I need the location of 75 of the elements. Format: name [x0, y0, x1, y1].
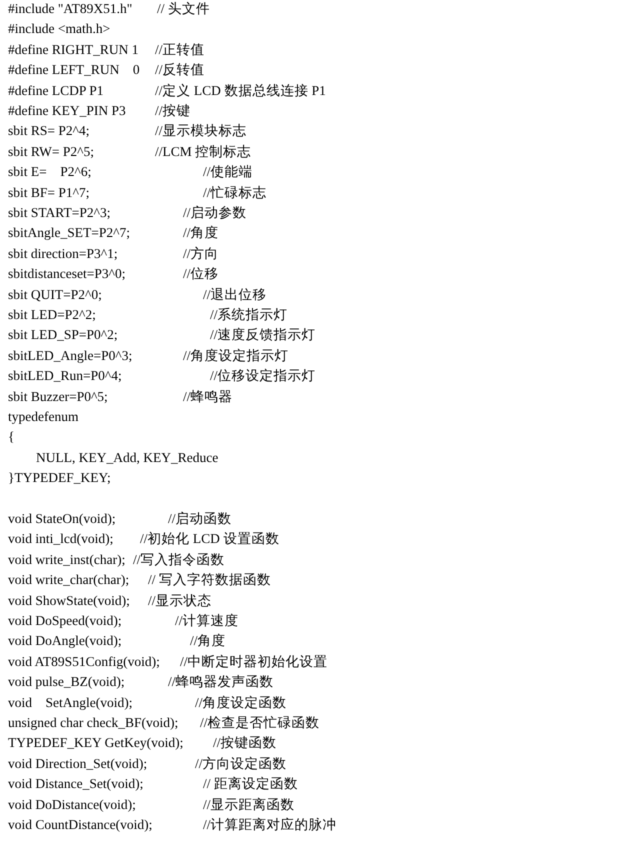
code-line: void ShowState(void);	[8, 592, 130, 609]
code-comment: //正转值	[155, 42, 205, 58]
code-line: void CountDistance(void);	[8, 817, 152, 833]
code-line: #include <math.h>	[8, 21, 110, 38]
code-line: void SetAngle(void);	[8, 694, 132, 711]
code-comment: //计算速度	[175, 613, 239, 629]
code-comment: //角度	[190, 633, 226, 650]
code-comment: //速度反馈指示灯	[210, 327, 316, 344]
code-line: #define KEY_PIN P3	[8, 103, 126, 119]
code-comment: // 写入字符数据函数	[148, 572, 271, 588]
code-line: sbit E= P2^6;	[8, 164, 92, 180]
code-comment: //系统指示灯	[210, 307, 288, 323]
code-comment: //位移	[183, 266, 219, 282]
code-comment: //按键函数	[213, 735, 277, 752]
code-line: sbit BF= P1^7;	[8, 184, 90, 201]
code-line: sbit LED_SP=P0^2;	[8, 327, 118, 344]
code-line: sbit direction=P3^1;	[8, 246, 118, 262]
code-line: void StateOn(void);	[8, 511, 116, 527]
code-line: sbitdistanceset=P3^0;	[8, 266, 126, 282]
code-line: void pulse_BZ(void);	[8, 674, 125, 690]
code-line: void write_inst(char);	[8, 552, 126, 568]
code-comment: // 距离设定函数	[203, 776, 298, 792]
code-comment: //忙碌标志	[203, 184, 267, 201]
code-line: TYPEDEF_KEY GetKey(void);	[8, 735, 184, 752]
code-comment: // 头文件	[157, 1, 210, 17]
code-line: unsigned char check_BF(void);	[8, 715, 178, 731]
code-line: NULL, KEY_Add, KEY_Reduce	[36, 450, 218, 466]
code-line: {	[8, 429, 14, 446]
code-line: #define LCDP P1	[8, 82, 104, 99]
code-line: void inti_lcd(void);	[8, 531, 114, 548]
code-line: sbit LED=P2^2;	[8, 307, 96, 323]
code-comment: //写入指令函数	[133, 552, 225, 568]
code-line: void DoDistance(void);	[8, 796, 136, 813]
code-comment: //中断定时器初始化设置	[180, 654, 328, 670]
code-comment: //角度设定指示灯	[183, 348, 289, 364]
code-comment: //显示模块标志	[155, 123, 247, 140]
code-comment: //显示状态	[148, 592, 212, 609]
code-comment: //初始化 LCD 设置函数	[140, 531, 280, 548]
code-line: void Distance_Set(void);	[8, 776, 144, 792]
code-comment: //检查是否忙碌函数	[200, 715, 320, 731]
code-comment: //使能端	[203, 164, 253, 180]
code-line: #include "AT89X51.h"	[8, 1, 132, 17]
code-comment: //蜂鸣器	[183, 388, 233, 405]
code-comment: //按键	[155, 103, 191, 119]
code-line: void write_char(char);	[8, 572, 130, 588]
code-line: void DoAngle(void);	[8, 633, 122, 650]
code-comment: //方向设定函数	[195, 756, 287, 772]
code-line: #define RIGHT_RUN 1	[8, 42, 138, 58]
code-comment: //启动函数	[168, 511, 232, 527]
code-comment: //显示距离函数	[203, 796, 295, 813]
code-comment: //角度	[183, 225, 219, 242]
code-line: sbit Buzzer=P0^5;	[8, 388, 108, 405]
code-line: }TYPEDEF_KEY;	[8, 470, 111, 486]
code-line: sbitLED_Run=P0^4;	[8, 368, 122, 384]
code-comment: //蜂鸣器发声函数	[168, 674, 274, 690]
code-comment: //方向	[183, 246, 219, 262]
code-line: sbit QUIT=P2^0;	[8, 286, 102, 303]
code-line: sbit START=P2^3;	[8, 205, 110, 221]
code-line: #define LEFT_RUN 0	[8, 62, 140, 78]
code-line: sbitAngle_SET=P2^7;	[8, 225, 130, 242]
code-line: sbitLED_Angle=P0^3;	[8, 348, 132, 364]
code-comment: //定义 LCD 数据总线连接 P1	[155, 82, 326, 99]
code-comment: //LCM 控制标志	[155, 144, 252, 160]
code-comment: //反转值	[155, 62, 205, 78]
code-comment: //位移设定指示灯	[210, 368, 316, 384]
code-line: void AT89S51Config(void);	[8, 654, 160, 670]
code-comment: //启动参数	[183, 205, 247, 221]
code-line: typedefenum	[8, 409, 78, 425]
code-line: sbit RW= P2^5;	[8, 144, 94, 160]
code-line: sbit RS= P2^4;	[8, 123, 90, 140]
code-line: void Direction_Set(void);	[8, 756, 148, 772]
code-comment: //计算距离对应的脉冲	[203, 817, 337, 833]
code-line: void DoSpeed(void);	[8, 613, 122, 629]
code-comment: //退出位移	[203, 286, 267, 303]
code-comment: //角度设定函数	[195, 694, 287, 711]
